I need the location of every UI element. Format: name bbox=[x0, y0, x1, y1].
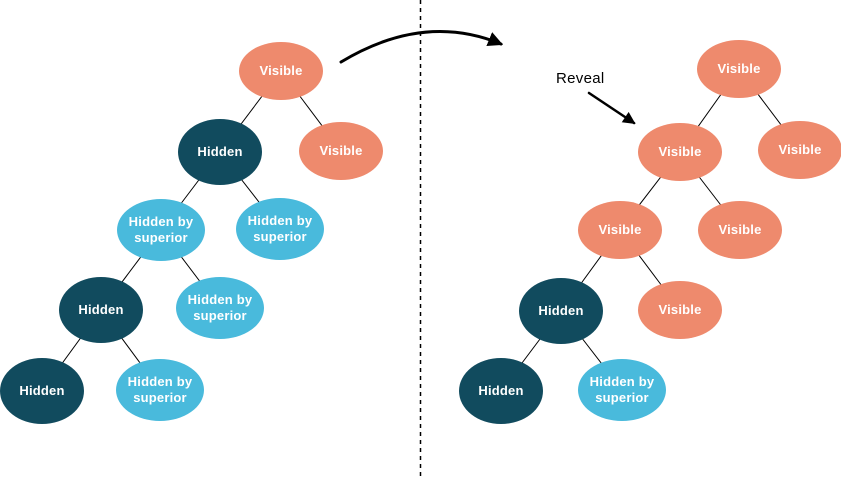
tree-node-hidden-by-superior: Hidden by superior bbox=[117, 199, 205, 261]
reveal-label: Reveal bbox=[556, 70, 605, 87]
tree-node-visible: Visible bbox=[239, 42, 323, 100]
tree-node-visible: Visible bbox=[638, 281, 722, 339]
tree-node-visible: Visible bbox=[638, 123, 722, 181]
tree-node-visible: Visible bbox=[697, 40, 781, 98]
tree-node-hidden: Hidden bbox=[59, 277, 143, 343]
tree-node-visible: Visible bbox=[758, 121, 841, 179]
tree-node-hidden: Hidden bbox=[519, 278, 603, 344]
tree-node-hidden: Hidden bbox=[178, 119, 262, 185]
tree-node-hidden: Hidden bbox=[0, 358, 84, 424]
tree-node-hidden-by-superior: Hidden by superior bbox=[236, 198, 324, 260]
tree-node-hidden-by-superior: Hidden by superior bbox=[116, 359, 204, 421]
tree-node-hidden: Hidden bbox=[459, 358, 543, 424]
tree-node-visible: Visible bbox=[299, 122, 383, 180]
tree-node-visible: Visible bbox=[578, 201, 662, 259]
tree-node-visible: Visible bbox=[698, 201, 782, 259]
tree-node-hidden-by-superior: Hidden by superior bbox=[578, 359, 666, 421]
transition-arrow bbox=[339, 30, 504, 64]
tree-node-hidden-by-superior: Hidden by superior bbox=[176, 277, 264, 339]
reveal-arrow bbox=[587, 91, 636, 125]
